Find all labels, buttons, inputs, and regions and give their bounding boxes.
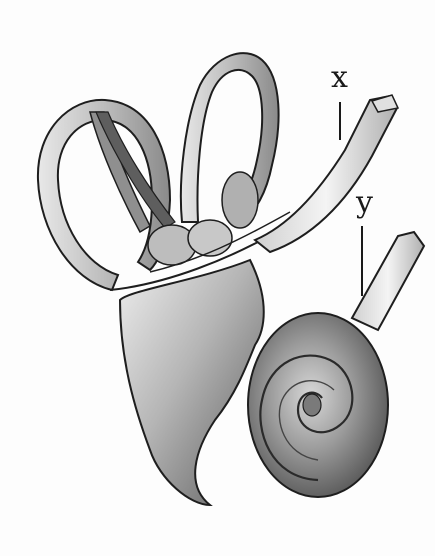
vestibule bbox=[120, 260, 264, 505]
ampulla-3 bbox=[222, 172, 258, 228]
cochlea bbox=[248, 313, 388, 497]
label-y: y bbox=[355, 185, 373, 220]
ampulla-1 bbox=[148, 225, 196, 265]
label-x: x bbox=[331, 60, 348, 95]
ampulla-2 bbox=[188, 220, 232, 256]
vestibular-nerve-cap bbox=[372, 95, 398, 112]
